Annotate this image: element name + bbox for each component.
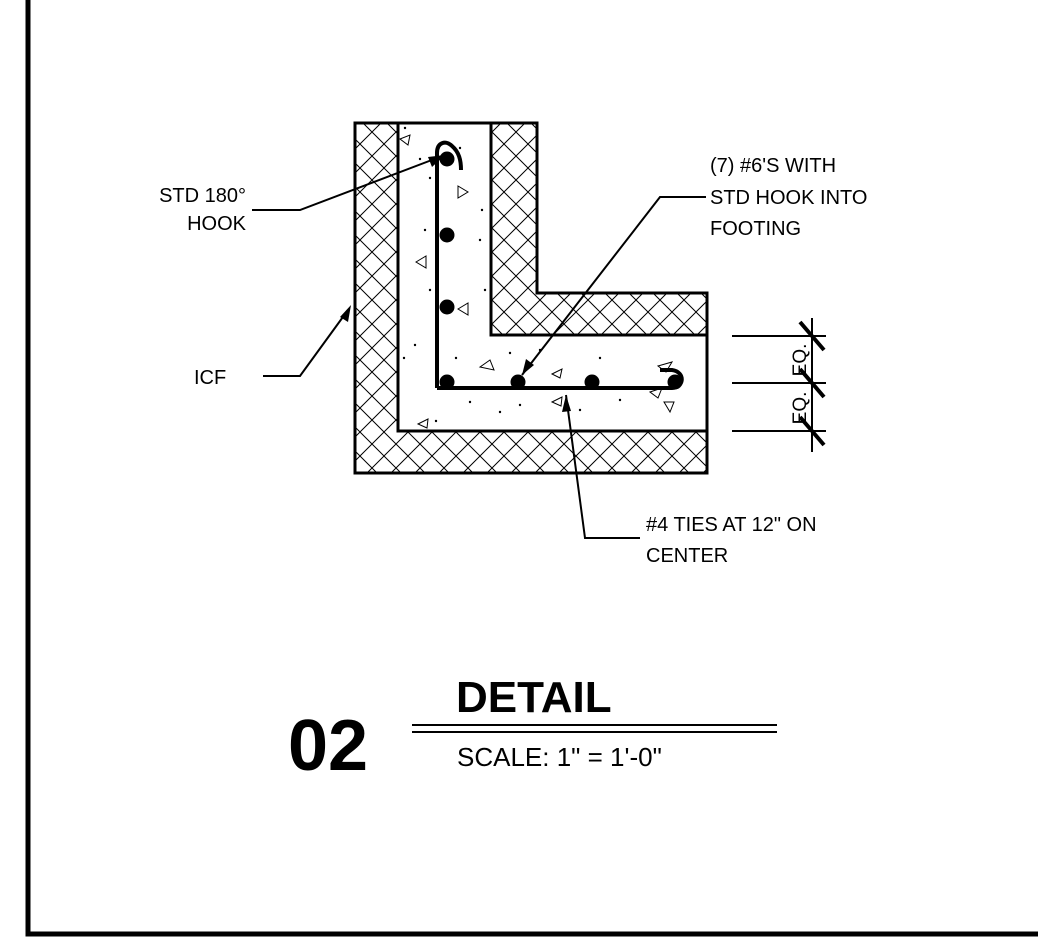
note-ties-line1: #4 TIES AT 12" ON — [646, 514, 817, 536]
note-bars-line2: STD HOOK INTO — [710, 187, 867, 209]
leader-bars — [521, 196, 706, 376]
leader-arrows — [340, 155, 571, 412]
rebar-bar — [667, 374, 683, 390]
detail-title: DETAIL — [456, 673, 612, 722]
rebar-bar — [439, 227, 455, 243]
note-icf: ICF — [194, 367, 226, 389]
sheet-border — [25, 0, 1038, 937]
rebar-bar — [584, 374, 600, 390]
rebar-bar — [439, 374, 455, 390]
detail-scale: SCALE: 1" = 1'-0" — [457, 742, 662, 772]
leaders — [252, 154, 706, 539]
rebar-bar — [439, 151, 455, 167]
note-hook-line2: HOOK — [187, 213, 247, 235]
concrete-dots — [402, 126, 622, 423]
concrete-core — [396, 121, 709, 433]
dimension-upper: EQ. — [790, 344, 811, 377]
arrow-hook — [428, 155, 445, 167]
dimension-string — [732, 318, 826, 452]
dimension-lower: EQ. — [790, 392, 811, 425]
note-bars-line3: FOOTING — [710, 218, 801, 240]
leader-icf — [263, 309, 349, 377]
note-ties-line2: CENTER — [646, 545, 728, 567]
note-hook-line1: STD 180° — [159, 185, 246, 207]
rebar-bars — [439, 151, 683, 390]
rebar-bar — [510, 374, 526, 390]
arrow-icf — [340, 305, 351, 322]
leader-hook — [252, 154, 446, 211]
note-bars-line1: (7) #6'S WITH — [710, 155, 836, 177]
arrow-bars — [522, 359, 534, 375]
rebar-bar — [439, 299, 455, 315]
arrow-ties — [562, 395, 571, 412]
leader-ties — [565, 394, 640, 539]
detail-number: 02 — [288, 706, 368, 786]
